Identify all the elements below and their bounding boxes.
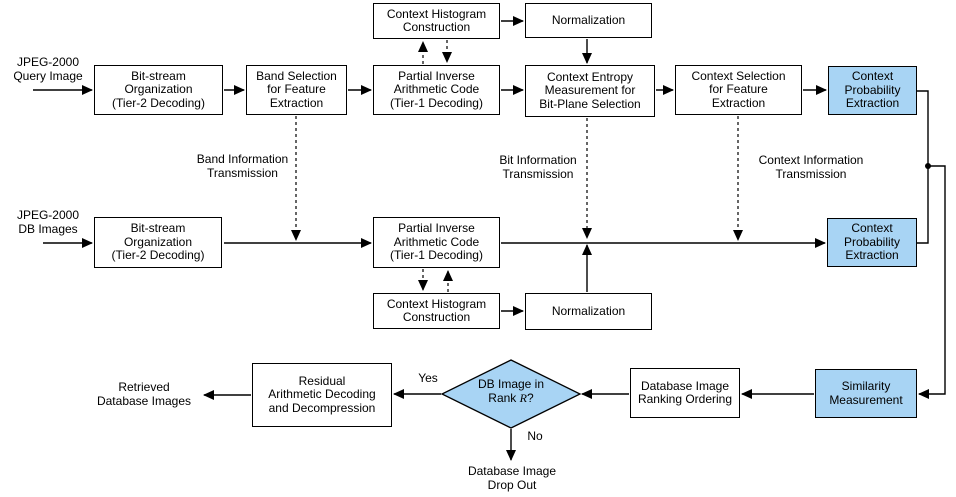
decision-diamond bbox=[440, 359, 582, 429]
node-database-ranking: Database Image Ranking Ordering bbox=[630, 368, 740, 418]
label-drop-out: Database Image Drop Out bbox=[467, 464, 557, 492]
node-bitstream-organization-db: Bit-stream Organization (Tier-2 Decoding… bbox=[94, 217, 222, 268]
rank-variable: R bbox=[519, 390, 527, 405]
wire-merge-to-similarity bbox=[918, 165, 946, 399]
label-yes: Yes bbox=[418, 371, 438, 385]
wire-cpe2-to-merge bbox=[915, 166, 929, 244]
node-normalization-db: Normalization bbox=[525, 293, 652, 330]
wire-cpe1-to-merge bbox=[917, 90, 929, 166]
node-bitstream-organization-query: Bit-stream Organization (Tier-2 Decoding… bbox=[94, 65, 223, 115]
label-retrieved-images: Retrieved Database Images bbox=[96, 380, 192, 408]
decision-label-line1: DB Image in bbox=[477, 377, 545, 391]
node-partial-inverse-db: Partial Inverse Arithmetic Code (Tier-1 … bbox=[373, 217, 500, 268]
node-context-selection: Context Selection for Feature Extraction bbox=[675, 65, 802, 115]
node-context-histogram-query: Context Histogram Construction bbox=[373, 3, 500, 39]
decision-label-line2: Rank R? bbox=[488, 390, 534, 405]
label-no: No bbox=[527, 429, 543, 443]
node-context-histogram-db: Context Histogram Construction bbox=[373, 293, 500, 329]
node-similarity-measurement: Similarity Measurement bbox=[815, 369, 917, 418]
node-partial-inverse-query: Partial Inverse Arithmetic Code (Tier-1 … bbox=[373, 65, 500, 115]
node-context-probability-db: Context Probability Extraction bbox=[827, 218, 917, 267]
label-band-information: Band Information Transmission bbox=[196, 152, 289, 180]
label-bit-information: Bit Information Transmission bbox=[499, 153, 577, 181]
label-query-input: JPEG-2000 Query Image bbox=[13, 55, 83, 83]
merge-junction-dot bbox=[925, 163, 931, 169]
label-db-input: JPEG-2000 DB Images bbox=[16, 208, 80, 236]
node-normalization-query: Normalization bbox=[525, 3, 652, 38]
node-context-probability-query: Context Probability Extraction bbox=[828, 66, 917, 115]
node-residual-decoding: Residual Arithmetic Decoding and Decompr… bbox=[252, 363, 392, 427]
decision-label: DB Image in Rank R? bbox=[451, 377, 571, 405]
node-band-selection: Band Selection for Feature Extraction bbox=[246, 65, 347, 115]
label-context-information: Context Information Transmission bbox=[758, 153, 864, 181]
node-context-entropy-measurement: Context Entropy Measurement for Bit-Plan… bbox=[525, 65, 655, 117]
